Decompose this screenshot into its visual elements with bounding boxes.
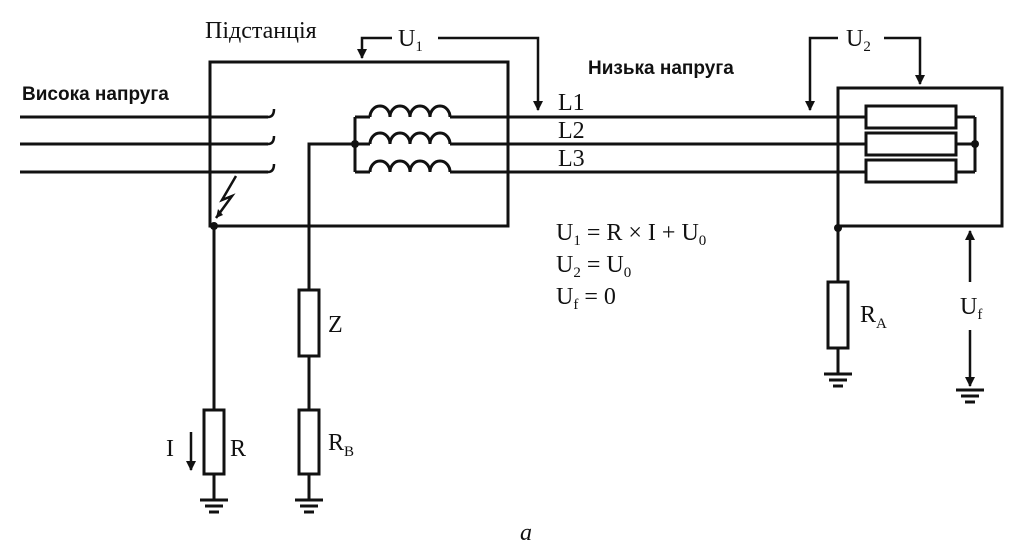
line-l1-label: L1 (558, 90, 585, 116)
equation-u1: U1 = R × I + U0 (556, 220, 706, 249)
consumer-enclosure (836, 86, 1004, 228)
impedance-z (297, 288, 321, 410)
uf-label: Uf (960, 294, 982, 323)
line-l2-label: L2 (558, 118, 585, 144)
u1-voltage-arrows (357, 36, 543, 111)
ra-label: RA (860, 302, 887, 332)
rb-label: RB (328, 430, 354, 460)
u2-voltage-arrows (805, 36, 925, 111)
r-label: R (230, 436, 246, 462)
equation-u2: U2 = U0 (556, 252, 631, 281)
low-voltage-label: Низька напруга (588, 58, 734, 79)
high-voltage-lines (20, 108, 276, 174)
ground-icon (200, 498, 228, 514)
ground-resistor-rb (297, 408, 321, 500)
low-voltage-lines (450, 115, 866, 174)
ground-resistor-ra (826, 224, 850, 374)
figure-caption: a (520, 520, 532, 546)
neutral-wire (307, 142, 355, 290)
ground-icon (824, 372, 852, 388)
high-voltage-label: Висока напруга (22, 84, 169, 105)
substation-label: Підстанція (205, 18, 317, 44)
z-label: Z (328, 312, 343, 338)
i-label: I (166, 436, 174, 462)
ground-resistor-r (202, 226, 226, 500)
u2-label: U2 (846, 26, 871, 55)
equation-uf: Uf = 0 (556, 284, 616, 313)
transformer-windings (351, 104, 452, 174)
ground-icon (956, 388, 984, 404)
fault-lightning-icon (214, 175, 238, 219)
u1-label: U1 (398, 26, 423, 55)
load-resistors (864, 104, 979, 184)
line-l3-label: L3 (558, 146, 585, 172)
ground-icon (295, 498, 323, 514)
